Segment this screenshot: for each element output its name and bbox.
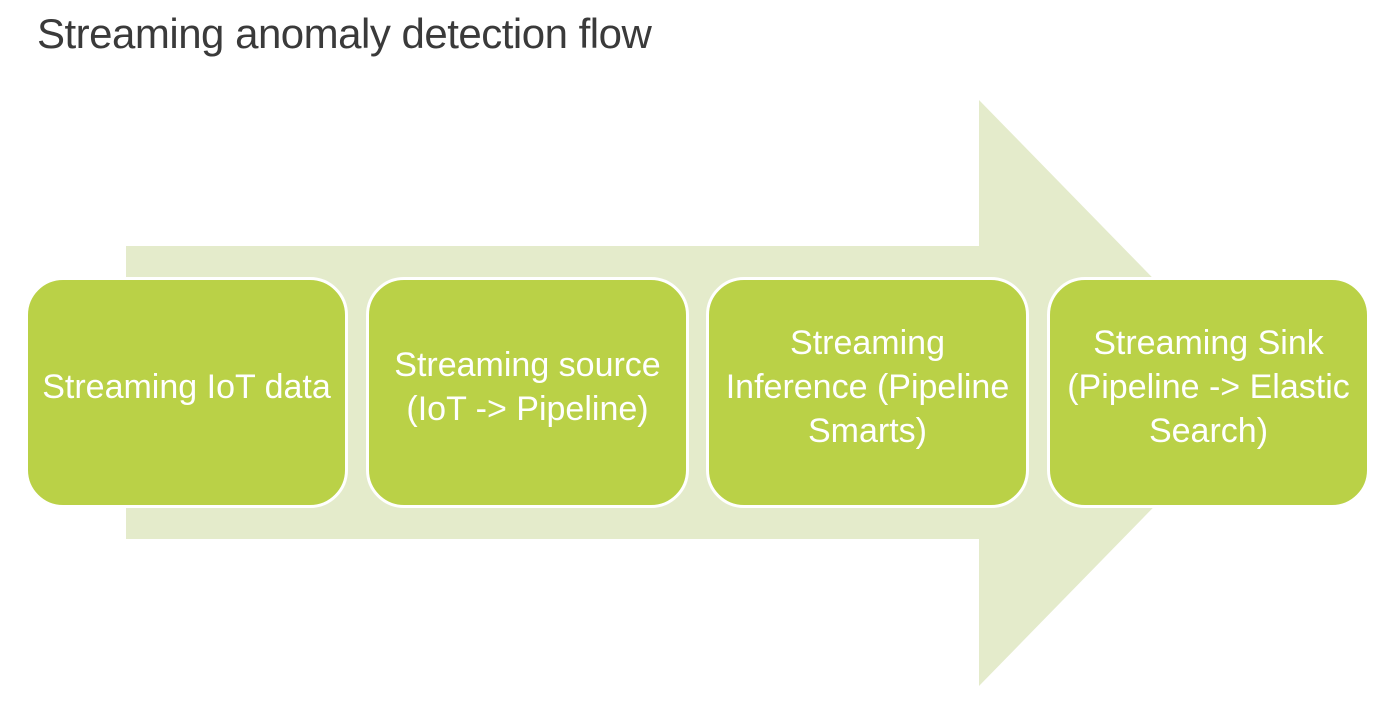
flow-step-label: Streaming source (IoT -> Pipeline) [394, 345, 661, 428]
flow-step-streaming-inference: Streaming Inference (Pipeline Smarts) [706, 277, 1029, 508]
page-title: Streaming anomaly detection flow [37, 10, 652, 57]
flow-step-streaming-source: Streaming source (IoT -> Pipeline) [366, 277, 689, 508]
flow-step-streaming-sink: Streaming Sink (Pipeline -> Elastic Sear… [1047, 277, 1370, 508]
flow-step-label: Streaming Sink (Pipeline -> Elastic Sear… [1067, 323, 1350, 450]
flow-step-streaming-iot-data: Streaming IoT data [25, 277, 348, 508]
flow-step-label: Streaming Inference (Pipeline Smarts) [725, 323, 1010, 450]
flow-arrow-shape [126, 100, 1265, 686]
flow-step-label: Streaming IoT data [42, 367, 331, 406]
